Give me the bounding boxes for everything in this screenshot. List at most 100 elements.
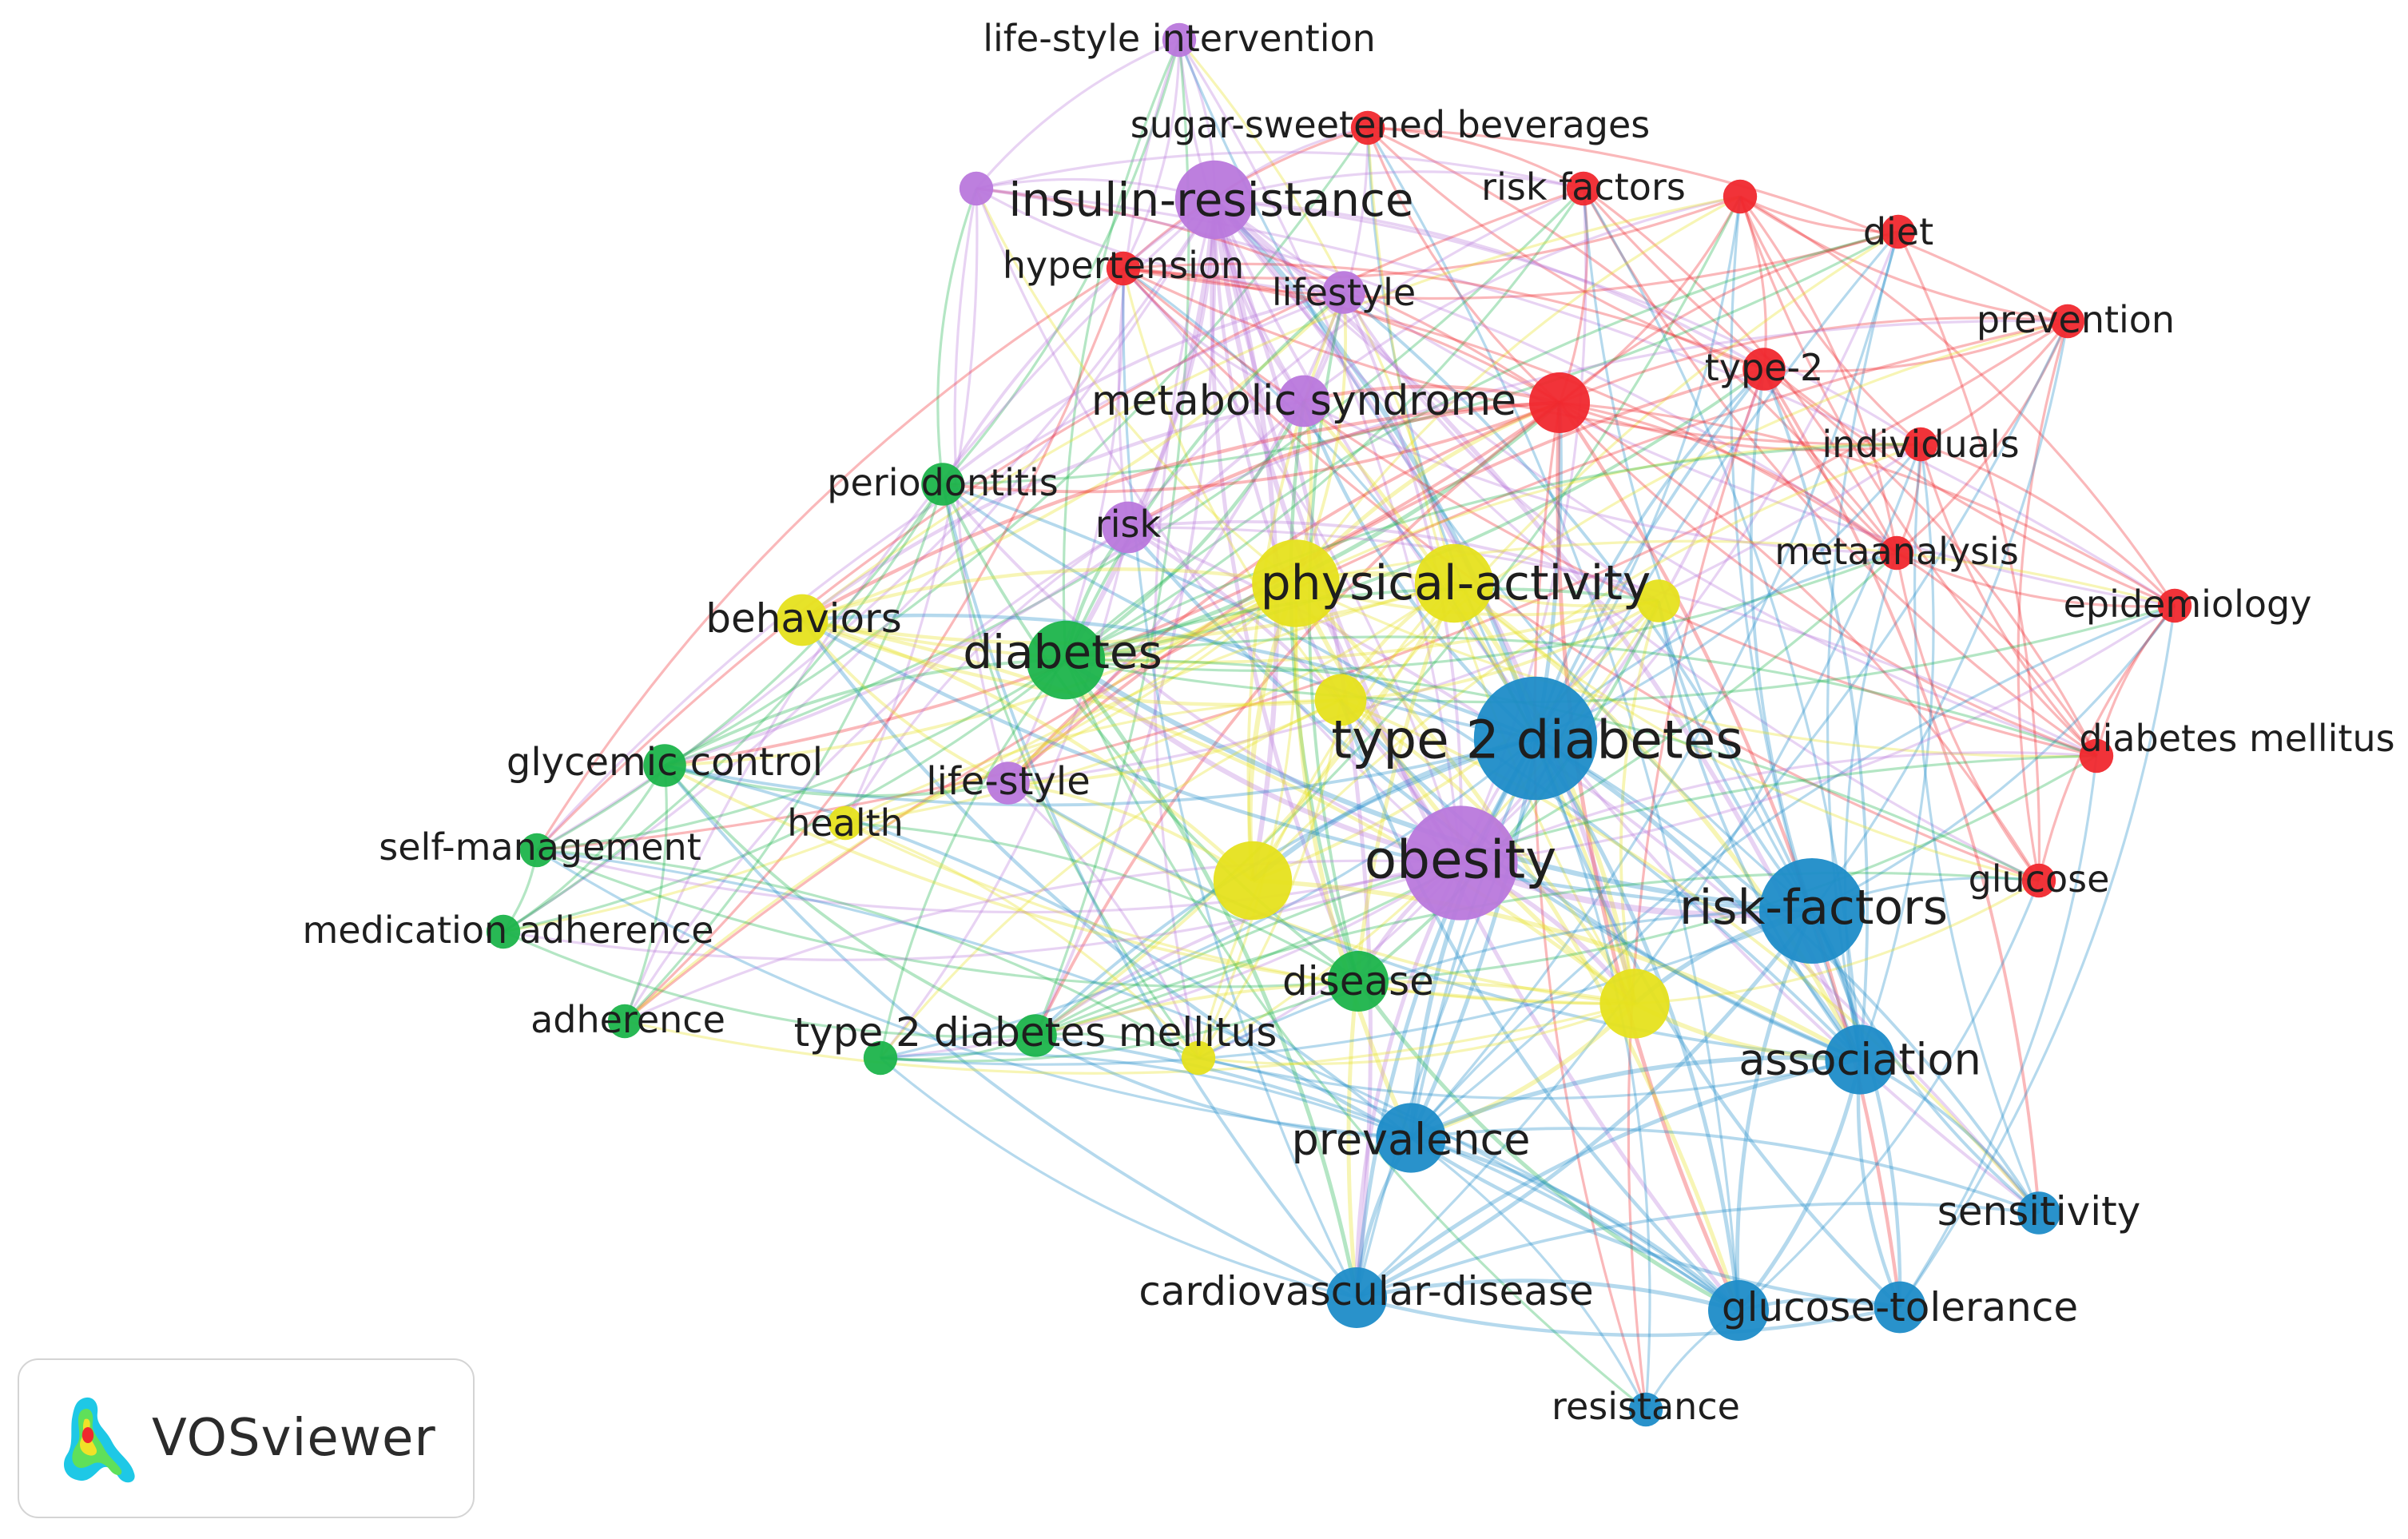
label-prevalence[interactable]: prevalence bbox=[1292, 1115, 1531, 1165]
node-risk-factors[interactable] bbox=[1759, 858, 1865, 964]
node-diet[interactable] bbox=[1881, 214, 1916, 249]
label-diet[interactable]: diet bbox=[1863, 210, 1933, 253]
node-behaviors[interactable] bbox=[776, 594, 828, 646]
edge-diet-hypertension bbox=[1123, 230, 1899, 300]
node-association[interactable] bbox=[1825, 1024, 1895, 1095]
node-yellow-lower-right[interactable] bbox=[1599, 968, 1670, 1039]
node-type-2-diabetes-mellitus[interactable] bbox=[1014, 1014, 1057, 1057]
node-life-style-intervention[interactable] bbox=[1162, 22, 1197, 58]
label-metaanalysis[interactable]: metaanalysis bbox=[1774, 530, 2019, 573]
node-risk-factors-red[interactable] bbox=[1566, 171, 1601, 206]
node-hypertension[interactable] bbox=[1106, 251, 1141, 286]
label-hypertension[interactable]: hypertension bbox=[1003, 244, 1244, 287]
node-disease[interactable] bbox=[1328, 951, 1389, 1012]
node-sensitivity[interactable] bbox=[2017, 1191, 2060, 1235]
label-physical-activity[interactable]: physical-activity bbox=[1261, 555, 1651, 611]
node-sugar-sweetened-beverages[interactable] bbox=[1350, 110, 1385, 145]
edge-red-dot-top-hypertension bbox=[1123, 195, 1741, 280]
node-glucose-tolerance-dot[interactable] bbox=[1708, 1280, 1769, 1341]
label-glucose-tolerance[interactable]: glucose-tolerance bbox=[1722, 1284, 2078, 1330]
label-epidemiology[interactable]: epidemiology bbox=[2064, 583, 2312, 626]
node-adherence[interactable] bbox=[607, 1004, 642, 1039]
node-diabetes-mellitus[interactable] bbox=[2079, 738, 2114, 773]
edge-hypertension-metaanalysis bbox=[1123, 267, 1897, 555]
label-adherence[interactable]: adherence bbox=[530, 998, 725, 1041]
label-medication-adherence[interactable]: medication adherence bbox=[302, 909, 713, 952]
node-periodontitis[interactable] bbox=[921, 463, 964, 506]
node-type-2[interactable] bbox=[1742, 348, 1786, 391]
node-risk[interactable] bbox=[1102, 501, 1154, 554]
label-type-2-diabetes[interactable]: type 2 diabetes bbox=[1331, 710, 1742, 771]
node-metaanalysis[interactable] bbox=[1879, 535, 1914, 571]
node-type-2-diabetes-mellitus-dot[interactable] bbox=[863, 1040, 898, 1076]
label-type-2[interactable]: type-2 bbox=[1705, 346, 1824, 389]
node-cardiovascular-disease[interactable] bbox=[1326, 1267, 1387, 1328]
label-sugar-sweetened-beverages[interactable]: sugar-sweetened beverages bbox=[1130, 103, 1650, 146]
node-metabolic-syndrome[interactable] bbox=[1278, 375, 1330, 428]
edge-type-2-obesity bbox=[1459, 368, 1766, 865]
label-lifestyle[interactable]: lifestyle bbox=[1272, 271, 1416, 314]
label-risk-factors-red[interactable]: risk factors bbox=[1481, 165, 1686, 209]
node-glycemic-control[interactable] bbox=[643, 744, 686, 787]
label-life-style[interactable]: life-style bbox=[926, 759, 1091, 804]
label-individuals[interactable]: individuals bbox=[1822, 423, 2019, 466]
label-type-2-diabetes-mellitus[interactable]: type 2 diabetes mellitus bbox=[794, 1009, 1278, 1056]
label-risk-factors[interactable]: risk-factors bbox=[1679, 880, 1948, 936]
node-red-hub[interactable] bbox=[1529, 372, 1590, 433]
node-yellow-small-right[interactable] bbox=[1637, 579, 1680, 622]
node-insulin-resistance[interactable] bbox=[1174, 160, 1254, 240]
node-diabetes[interactable] bbox=[1026, 620, 1106, 700]
node-medication-adherence[interactable] bbox=[486, 914, 521, 949]
edge-physical-activity-prevalence bbox=[1293, 583, 1413, 1139]
node-yellow-left[interactable] bbox=[1213, 841, 1293, 921]
node-resistance[interactable] bbox=[1628, 1392, 1663, 1427]
label-self-management[interactable]: self-management bbox=[379, 825, 701, 869]
label-glycemic-control[interactable]: glycemic control bbox=[507, 740, 823, 785]
node-lifestyle-purple-dot[interactable] bbox=[959, 171, 994, 206]
label-cardiovascular-disease[interactable]: cardiovascular-disease bbox=[1138, 1268, 1593, 1314]
label-life-style-intervention[interactable]: life-style intervention bbox=[983, 17, 1376, 60]
node-lifestyle[interactable] bbox=[1322, 271, 1365, 314]
node-epidemiology[interactable] bbox=[2157, 588, 2192, 623]
edge-glycemic-control-life-style bbox=[664, 764, 1009, 797]
label-obesity[interactable]: obesity bbox=[1365, 829, 1557, 891]
node-yellow-mid[interactable] bbox=[1314, 674, 1367, 726]
node-glucose[interactable] bbox=[2021, 863, 2056, 898]
node-red-dot-top[interactable] bbox=[1723, 179, 1758, 214]
edge-risk-factors-type-2-diabetes-mellitus-dot bbox=[880, 909, 1813, 1066]
node-individuals[interactable] bbox=[1903, 427, 1938, 462]
edge-association-prevalence bbox=[1409, 1055, 1861, 1140]
label-periodontitis[interactable]: periodontitis bbox=[827, 461, 1058, 504]
label-prevention[interactable]: prevention bbox=[1977, 298, 2175, 341]
label-health[interactable]: health bbox=[787, 801, 904, 845]
label-diabetes[interactable]: diabetes bbox=[963, 625, 1162, 679]
node-yellow-small-bottom[interactable] bbox=[1181, 1040, 1216, 1076]
node-prevalence[interactable] bbox=[1376, 1103, 1446, 1173]
label-glucose[interactable]: glucose bbox=[1969, 857, 2110, 901]
label-metabolic-syndrome[interactable]: metabolic syndrome bbox=[1091, 377, 1516, 425]
label-association[interactable]: association bbox=[1738, 1035, 1981, 1085]
label-risk[interactable]: risk bbox=[1095, 503, 1162, 546]
label-diabetes-mellitus[interactable]: diabetes mellitus bbox=[2079, 717, 2394, 760]
label-resistance[interactable]: resistance bbox=[1552, 1385, 1740, 1428]
node-glucose-tolerance[interactable] bbox=[1874, 1281, 1926, 1334]
edge-insulin-resistance-periodontitis bbox=[941, 198, 1216, 485]
node-life-style[interactable] bbox=[987, 762, 1030, 805]
edge-metabolic-syndrome-glycemic-control bbox=[664, 400, 1305, 767]
edge-red-dot-top-prevention bbox=[1739, 195, 2068, 323]
label-disease[interactable]: disease bbox=[1282, 958, 1434, 1004]
edge-diet-diabetes bbox=[1064, 230, 1899, 662]
node-yellow-big-2[interactable] bbox=[1414, 543, 1494, 623]
label-sensitivity[interactable]: sensitivity bbox=[1937, 1188, 2141, 1235]
node-obesity[interactable] bbox=[1403, 805, 1518, 921]
label-insulin-resistance[interactable]: insulin-resistance bbox=[1008, 173, 1413, 227]
node-health[interactable] bbox=[828, 805, 863, 841]
node-self-management[interactable] bbox=[519, 833, 554, 868]
node-type-2-diabetes[interactable] bbox=[1473, 676, 1598, 801]
node-prevention[interactable] bbox=[2050, 304, 2085, 339]
edge-type-2-diabetes-glycemic-control bbox=[664, 737, 1536, 807]
label-behaviors[interactable]: behaviors bbox=[705, 595, 902, 642]
node-physical-activity[interactable] bbox=[1252, 539, 1340, 627]
